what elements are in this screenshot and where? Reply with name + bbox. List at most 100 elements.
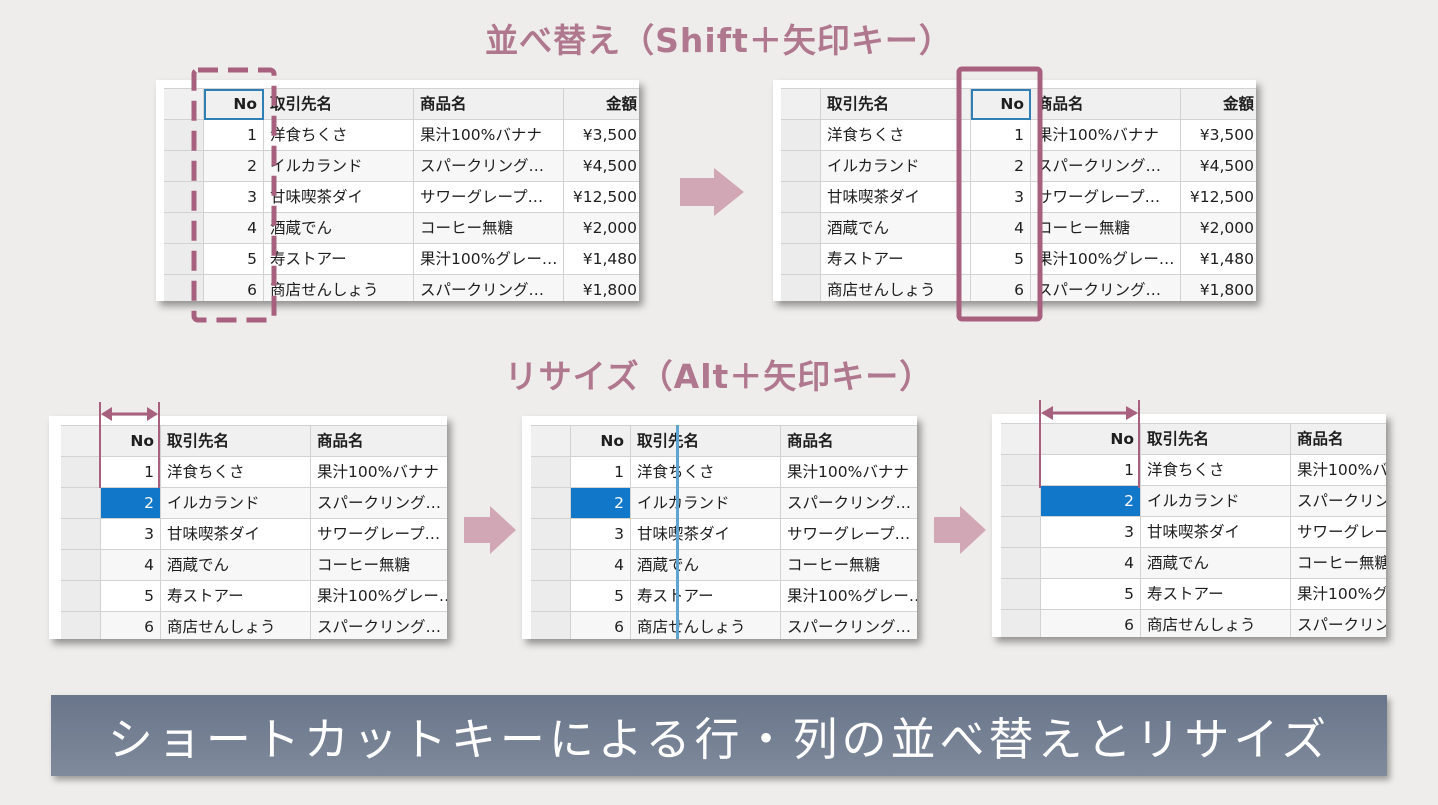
- cell-customer[interactable]: 寿ストアー: [631, 581, 781, 612]
- table-row[interactable]: 4 酒蔵でん コーヒー無糖 ¥2,000: [164, 213, 639, 244]
- cell-product[interactable]: 果汁100%バナナ: [781, 457, 917, 488]
- cell-amount[interactable]: ¥4,500: [564, 151, 639, 182]
- column-header-product[interactable]: 商品名: [414, 89, 564, 120]
- table-row[interactable]: イルカランド 2 スパークリング… ¥4,500: [781, 151, 1256, 182]
- table-row[interactable]: 3 甘味喫茶ダイ サワーグレープ… ¥12,500: [164, 182, 639, 213]
- cell-product[interactable]: 果汁100%バナナ: [1031, 120, 1181, 151]
- table-row[interactable]: 2 イルカランド スパークリン: [1001, 486, 1386, 517]
- table-row[interactable]: 2 イルカランド スパークリング…: [531, 488, 917, 519]
- cell-product[interactable]: サワーグレープ…: [1031, 182, 1181, 213]
- column-header-customer[interactable]: 取引先名: [161, 426, 311, 457]
- row-header[interactable]: [781, 182, 821, 213]
- table-row[interactable]: 3 甘味喫茶ダイ サワーグレー: [1001, 517, 1386, 548]
- cell-no[interactable]: 3: [204, 182, 264, 213]
- table-row[interactable]: 5 寿ストアー 果汁100%グレー…: [531, 581, 917, 612]
- row-header[interactable]: [164, 275, 204, 301]
- cell-no[interactable]: 6: [571, 612, 631, 639]
- table-row[interactable]: 5 寿ストアー 果汁100%グレー…: [61, 581, 447, 612]
- cell-product[interactable]: 果汁100%バ: [1291, 455, 1386, 486]
- cell-no[interactable]: 1: [1041, 455, 1141, 486]
- cell-amount[interactable]: ¥2,000: [1181, 213, 1256, 244]
- cell-customer[interactable]: 酒蔵でん: [1141, 548, 1291, 579]
- cell-product[interactable]: サワーグレー: [1291, 517, 1386, 548]
- column-header-customer[interactable]: 取引先名: [821, 89, 971, 120]
- cell-customer[interactable]: イルカランド: [1141, 486, 1291, 517]
- cell-customer[interactable]: 商店せんしょう: [264, 275, 414, 301]
- table-row[interactable]: 6 商店せんしょう スパークリン: [1001, 610, 1386, 637]
- cell-customer[interactable]: 洋食ちくさ: [161, 457, 311, 488]
- row-header[interactable]: [61, 519, 101, 550]
- cell-customer[interactable]: 甘味喫茶ダイ: [821, 182, 971, 213]
- row-header[interactable]: [61, 488, 101, 519]
- cell-customer[interactable]: イルカランド: [821, 151, 971, 182]
- row-header[interactable]: [61, 581, 101, 612]
- table-row[interactable]: 6 商店せんしょう スパークリング…: [531, 612, 917, 639]
- table-row[interactable]: 寿ストアー 5 果汁100%グレー… ¥1,480: [781, 244, 1256, 275]
- cell-amount[interactable]: ¥3,500: [564, 120, 639, 151]
- column-header-no[interactable]: No: [101, 426, 161, 457]
- cell-customer[interactable]: 寿ストアー: [161, 581, 311, 612]
- cell-amount[interactable]: ¥1,800: [564, 275, 639, 301]
- row-header[interactable]: [164, 151, 204, 182]
- cell-customer[interactable]: 甘味喫茶ダイ: [264, 182, 414, 213]
- cell-customer[interactable]: 酒蔵でん: [161, 550, 311, 581]
- cell-customer[interactable]: イルカランド: [161, 488, 311, 519]
- row-header[interactable]: [1001, 610, 1041, 637]
- cell-product[interactable]: サワーグレープ…: [311, 519, 447, 550]
- row-header[interactable]: [781, 213, 821, 244]
- cell-product[interactable]: コーヒー無糖: [781, 550, 917, 581]
- table-row[interactable]: 商店せんしょう 6 スパークリング… ¥1,800: [781, 275, 1256, 301]
- table-row[interactable]: 2 イルカランド スパークリング…: [61, 488, 447, 519]
- cell-no[interactable]: 2: [971, 151, 1031, 182]
- row-header[interactable]: [781, 244, 821, 275]
- cell-no[interactable]: 4: [1041, 548, 1141, 579]
- cell-product[interactable]: スパークリン: [1291, 486, 1386, 517]
- row-header[interactable]: [1001, 579, 1041, 610]
- row-header[interactable]: [531, 581, 571, 612]
- cell-no[interactable]: 3: [1041, 517, 1141, 548]
- row-header[interactable]: [781, 120, 821, 151]
- table-row[interactable]: 6 商店せんしょう スパークリング…: [61, 612, 447, 639]
- column-header-product[interactable]: 商品名: [311, 426, 447, 457]
- row-header[interactable]: [531, 612, 571, 639]
- table-row[interactable]: 4 酒蔵でん コーヒー無糖: [61, 550, 447, 581]
- table-row[interactable]: 2 イルカランド スパークリング… ¥4,500: [164, 151, 639, 182]
- cell-amount[interactable]: ¥2,000: [564, 213, 639, 244]
- table-row[interactable]: 3 甘味喫茶ダイ サワーグレープ…: [531, 519, 917, 550]
- cell-product[interactable]: コーヒー無糖: [311, 550, 447, 581]
- table-row[interactable]: 3 甘味喫茶ダイ サワーグレープ…: [61, 519, 447, 550]
- column-header-amount[interactable]: 金額: [564, 89, 639, 120]
- row-header[interactable]: [61, 457, 101, 488]
- table-row[interactable]: 1 洋食ちくさ 果汁100%バナナ: [531, 457, 917, 488]
- cell-product[interactable]: スパークリング…: [1031, 275, 1181, 301]
- row-header[interactable]: [164, 244, 204, 275]
- selected-cell-no[interactable]: 2: [101, 488, 161, 519]
- cell-no[interactable]: 1: [204, 120, 264, 151]
- row-header[interactable]: [61, 550, 101, 581]
- table-row[interactable]: 6 商店せんしょう スパークリング… ¥1,800: [164, 275, 639, 301]
- column-header-no[interactable]: No: [571, 426, 631, 457]
- cell-product[interactable]: スパークリング…: [414, 151, 564, 182]
- cell-product[interactable]: コーヒー無糖: [1291, 548, 1386, 579]
- cell-no[interactable]: 6: [971, 275, 1031, 301]
- cell-product[interactable]: サワーグレープ…: [414, 182, 564, 213]
- cell-customer[interactable]: 商店せんしょう: [631, 612, 781, 639]
- cell-no[interactable]: 1: [101, 457, 161, 488]
- cell-amount[interactable]: ¥1,800: [1181, 275, 1256, 301]
- column-header-customer[interactable]: 取引先名: [264, 89, 414, 120]
- cell-no[interactable]: 1: [971, 120, 1031, 151]
- cell-product[interactable]: 果汁100%バナナ: [414, 120, 564, 151]
- selected-cell-no[interactable]: 2: [571, 488, 631, 519]
- cell-no[interactable]: 3: [101, 519, 161, 550]
- cell-no[interactable]: 5: [971, 244, 1031, 275]
- cell-customer[interactable]: 酒蔵でん: [821, 213, 971, 244]
- cell-product[interactable]: スパークリング…: [311, 488, 447, 519]
- cell-customer[interactable]: 洋食ちくさ: [264, 120, 414, 151]
- table-row[interactable]: 5 寿ストアー 果汁100%グレー… ¥1,480: [164, 244, 639, 275]
- column-header-amount[interactable]: 金額: [1181, 89, 1256, 120]
- cell-product[interactable]: スパークリング…: [781, 488, 917, 519]
- cell-customer[interactable]: 甘味喫茶ダイ: [1141, 517, 1291, 548]
- cell-customer[interactable]: 洋食ちくさ: [1141, 455, 1291, 486]
- row-header[interactable]: [531, 457, 571, 488]
- cell-amount[interactable]: ¥12,500: [564, 182, 639, 213]
